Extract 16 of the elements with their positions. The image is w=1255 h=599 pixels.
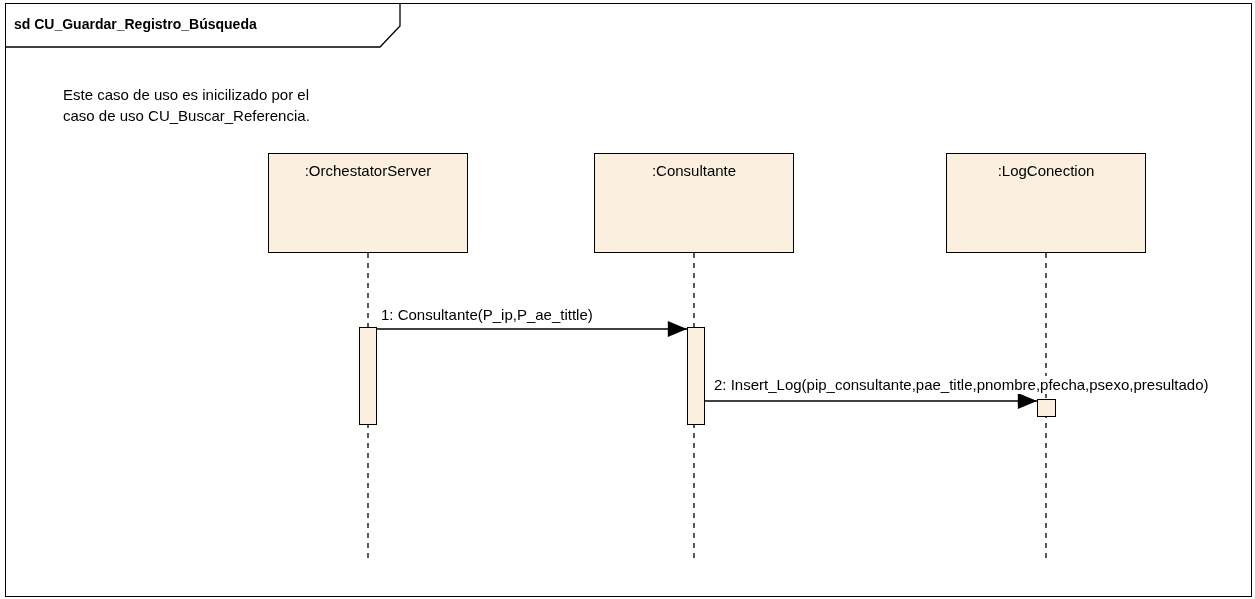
- activation-bar: [359, 327, 377, 425]
- edge-label: 1: Consultante(P_ip,P_ae_tittle): [381, 306, 593, 324]
- lifeline-head: [946, 153, 1146, 253]
- lifeline-name: :LogConection: [997, 162, 1095, 181]
- note-text: Este caso de uso es inicilizado por el caso de uso CU_Buscar_Referencia.: [63, 85, 311, 126]
- lifeline-head: [268, 153, 468, 253]
- sequence-frame: [5, 3, 1252, 597]
- frame-title: sd CU_Guardar_Registro_Búsqueda: [13, 15, 258, 32]
- lifeline-name: :OrchestatorServer: [304, 162, 432, 181]
- lifeline-name: :Consultante: [651, 162, 737, 181]
- edge-label: 2: Insert_Log(pip_consultante,pae_title,pnombre,pfecha,psexo,presultado): [714, 376, 1209, 394]
- message-arrow: [704, 393, 1038, 409]
- activation-bar: [1037, 399, 1056, 417]
- activation-bar: [687, 327, 705, 425]
- lifeline-head: [594, 153, 794, 253]
- message-arrow: [376, 321, 688, 337]
